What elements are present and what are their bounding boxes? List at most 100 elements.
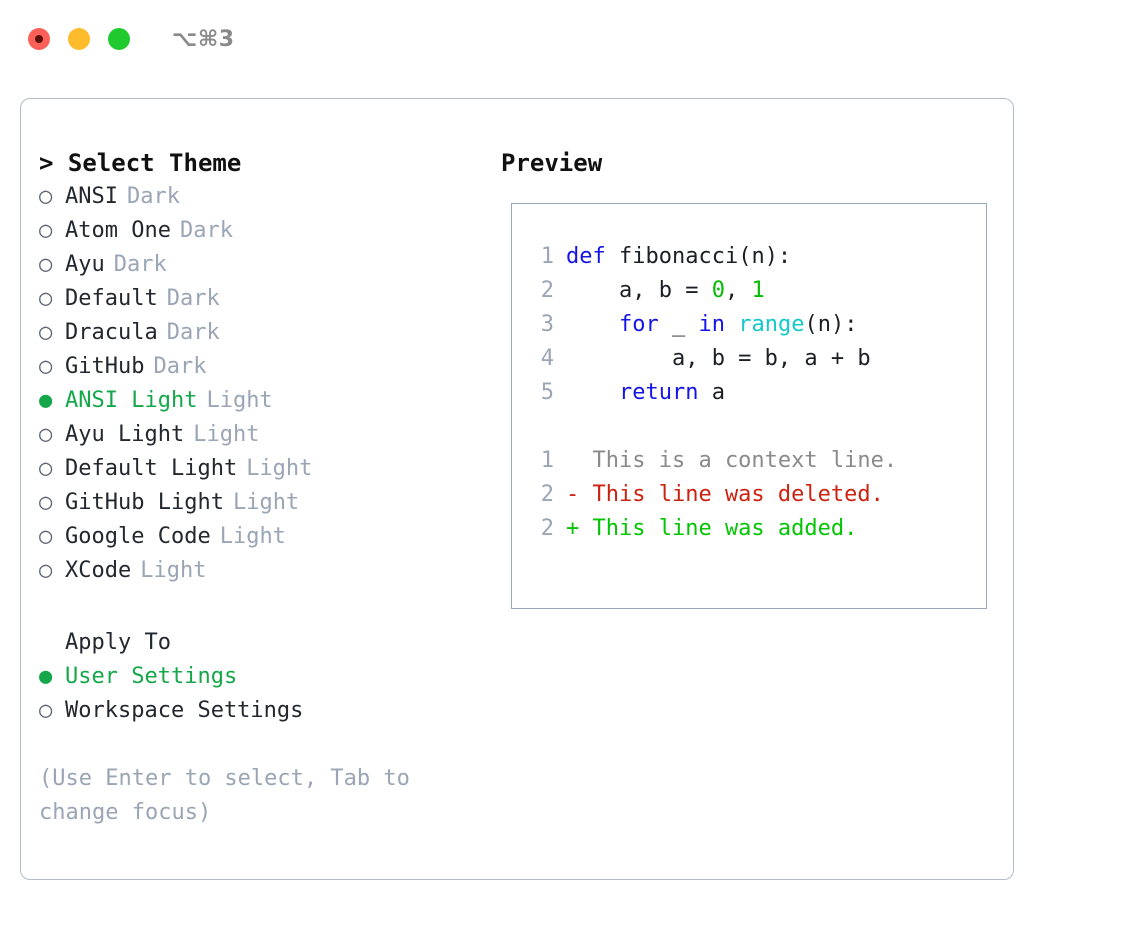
theme-name: GitHub	[65, 354, 145, 379]
code-text: a, b = 0, 1	[566, 274, 765, 308]
theme-name: Dracula	[65, 320, 158, 345]
token-num: 1	[751, 278, 765, 303]
theme-category: Dark	[126, 184, 180, 209]
theme-category: Dark	[179, 218, 233, 243]
code-spacer	[512, 410, 986, 444]
theme-option-github-light[interactable]: ○ GitHub Light Light	[39, 486, 501, 520]
token-txt	[566, 380, 619, 405]
token-txt: _	[658, 312, 699, 337]
radio-unselected-icon: ○	[39, 698, 53, 723]
radio-unselected-icon: ○	[39, 184, 53, 209]
theme-name: ANSI	[65, 184, 118, 209]
radio-selected-icon: ●	[39, 388, 53, 413]
theme-category: Dark	[153, 354, 207, 379]
line-number: 1	[540, 244, 554, 269]
apply-to-option-user-settings[interactable]: ● User Settings	[39, 660, 501, 694]
token-txt: (n):	[804, 312, 858, 337]
apply-to-option-workspace-settings[interactable]: ○ Workspace Settings	[39, 694, 501, 728]
theme-name: Google Code	[65, 524, 211, 549]
line-number: 2	[540, 278, 554, 303]
theme-category: Light	[219, 524, 286, 549]
token-kw: for	[618, 312, 659, 337]
apply-to-list[interactable]: ● User Settings ○ Workspace Settings	[39, 660, 501, 728]
theme-option-ayu[interactable]: ○ Ayu Dark	[39, 248, 501, 282]
radio-unselected-icon: ○	[39, 558, 53, 583]
theme-option-default[interactable]: ○ Default Dark	[39, 282, 501, 316]
radio-unselected-icon: ○	[39, 490, 53, 515]
theme-name: Ayu Light	[65, 422, 185, 447]
theme-category: Dark	[166, 286, 220, 311]
code-line: 3 for _ in range(n):	[512, 308, 986, 342]
diff-sample: 1 This is a context line.2- This line wa…	[512, 444, 986, 546]
keyboard-shortcut-label: ⌥⌘3	[172, 26, 235, 52]
close-button[interactable]	[28, 28, 50, 50]
window-controls	[28, 28, 130, 50]
line-number: 5	[540, 380, 554, 405]
code-line: 5 return a	[512, 376, 986, 410]
token-txt: a, b = b, a + b	[566, 346, 871, 371]
titlebar: ⌥⌘3	[0, 0, 1140, 78]
theme-name: Default	[65, 286, 158, 311]
theme-option-google-code[interactable]: ○ Google Code Light	[39, 520, 501, 554]
token-txt: a	[698, 380, 725, 405]
radio-unselected-icon: ○	[39, 422, 53, 447]
apply-to-heading: Apply To	[65, 630, 171, 655]
theme-name: Ayu	[65, 252, 105, 277]
code-line: 2 a, b = 0, 1	[512, 274, 986, 308]
theme-option-ansi-light[interactable]: ● ANSI Light Light	[39, 384, 501, 418]
theme-category: Dark	[113, 252, 167, 277]
diff-text: This is a context line.	[566, 448, 898, 473]
theme-category: Light	[232, 490, 300, 515]
preview-heading: Preview	[501, 149, 603, 177]
code-line: 1 def fibonacci(n):	[512, 240, 986, 274]
code-line: 4 a, b = b, a + b	[512, 342, 986, 376]
line-number: 3	[540, 312, 554, 337]
token-txt: ,	[724, 278, 752, 303]
token-fn: range	[738, 312, 805, 337]
theme-option-default-light[interactable]: ○ Default Light Light	[39, 452, 501, 486]
token-txt: fibonacci(n):	[605, 244, 792, 269]
minimize-button[interactable]	[68, 28, 90, 50]
radio-unselected-icon: ○	[39, 218, 53, 243]
token-txt: a, b =	[566, 278, 712, 303]
radio-unselected-icon: ○	[39, 286, 53, 311]
theme-name: GitHub Light	[65, 490, 224, 515]
diff-line-add: 2+ This line was added.	[512, 512, 986, 546]
maximize-button[interactable]	[108, 28, 130, 50]
diff-line-ctx: 1 This is a context line.	[512, 444, 986, 478]
apply-to-name: Workspace Settings	[65, 698, 304, 723]
radio-unselected-icon: ○	[39, 252, 53, 277]
theme-name: ANSI Light	[65, 388, 198, 413]
radio-unselected-icon: ○	[39, 456, 53, 481]
token-txt	[566, 312, 619, 337]
diff-text: + This line was added.	[566, 516, 858, 541]
theme-category: Light	[246, 456, 313, 481]
radio-unselected-icon: ○	[39, 354, 53, 379]
theme-category: Light	[140, 558, 207, 583]
token-kw: def	[566, 244, 606, 269]
token-txt	[725, 312, 738, 337]
code-text: for _ in range(n):	[566, 308, 857, 342]
theme-option-ansi[interactable]: ○ ANSI Dark	[39, 180, 501, 214]
line-number: 1	[540, 448, 554, 473]
theme-name: Default Light	[65, 456, 238, 481]
code-text: return a	[566, 376, 725, 410]
theme-option-github[interactable]: ○ GitHub Dark	[39, 350, 501, 384]
radio-unselected-icon: ○	[39, 524, 53, 549]
theme-category: Dark	[166, 320, 220, 345]
diff-line-del: 2- This line was deleted.	[512, 478, 986, 512]
theme-category: Light	[206, 388, 273, 413]
radio-selected-icon: ●	[39, 664, 53, 689]
apply-to-name: User Settings	[65, 664, 238, 689]
